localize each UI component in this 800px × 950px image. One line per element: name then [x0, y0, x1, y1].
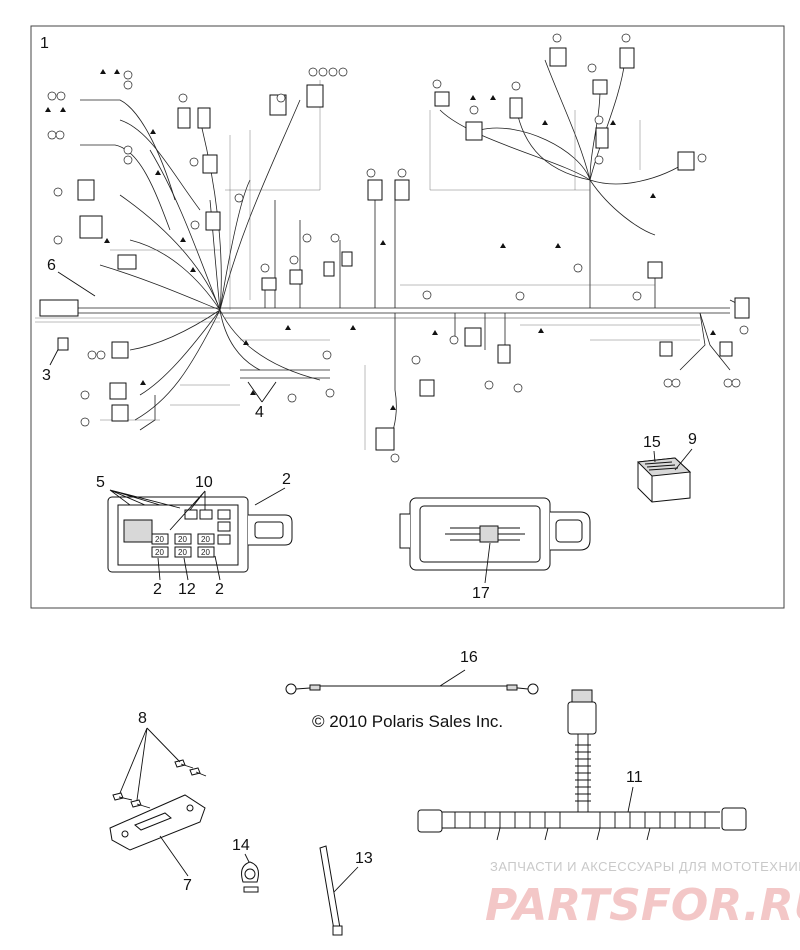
- callout-4: 4: [255, 404, 264, 421]
- relay-module: [636, 457, 692, 503]
- extension-harness: [417, 689, 747, 841]
- relay-box-assembly: [399, 497, 591, 571]
- fuse-box: 20 20 20 20 20 20: [107, 496, 293, 573]
- mounting-bracket: [109, 794, 206, 851]
- callout-5: 5: [96, 474, 105, 491]
- callout-9: 9: [688, 431, 697, 448]
- fuse-label: 20: [201, 535, 210, 544]
- callout-11: 11: [626, 769, 643, 786]
- note-triangles: [45, 69, 716, 410]
- callout-12: 12: [178, 581, 196, 598]
- callout-14: 14: [232, 837, 250, 854]
- fuse-label: 20: [178, 535, 187, 544]
- main-harness-wiring: [35, 59, 741, 451]
- ground-cable: [285, 683, 539, 695]
- callout-10: 10: [195, 474, 213, 491]
- callout-6: 6: [47, 257, 56, 274]
- cable-clip: [241, 861, 259, 893]
- callout-3: 3: [42, 367, 51, 384]
- callout-16: 16: [460, 649, 478, 666]
- callout-2-right: 2: [215, 581, 224, 598]
- callout-13: 13: [355, 850, 373, 867]
- reference-circles: [47, 33, 749, 463]
- callout-8: 8: [138, 710, 147, 727]
- watermark: ЗАПЧАСТИ И АКСЕССУАРЫ ДЛЯ МОТОТЕХНИКИ PA…: [485, 859, 800, 931]
- screws: [112, 759, 207, 809]
- copyright-text: © 2010 Polaris Sales Inc.: [312, 712, 503, 731]
- watermark-tagline: ЗАПЧАСТИ И АКСЕССУАРЫ ДЛЯ МОТОТЕХНИКИ: [490, 859, 800, 874]
- fuse-label: 20: [178, 548, 187, 557]
- main-harness-frame: [30, 25, 785, 609]
- callout-2-top: 2: [282, 471, 291, 488]
- harness-connectors: [39, 47, 750, 451]
- fuse-label: 20: [155, 548, 164, 557]
- fuse-label: 20: [155, 535, 164, 544]
- callout-7: 7: [183, 877, 192, 894]
- fuse-label: 20: [201, 548, 210, 557]
- watermark-brand: PARTSFOR.RU: [485, 880, 800, 931]
- cable-tie: [319, 845, 343, 936]
- callout-15: 15: [643, 434, 661, 451]
- callout-17: 17: [472, 585, 490, 602]
- callout-1: 1: [40, 35, 49, 52]
- callout-2-left: 2: [153, 581, 162, 598]
